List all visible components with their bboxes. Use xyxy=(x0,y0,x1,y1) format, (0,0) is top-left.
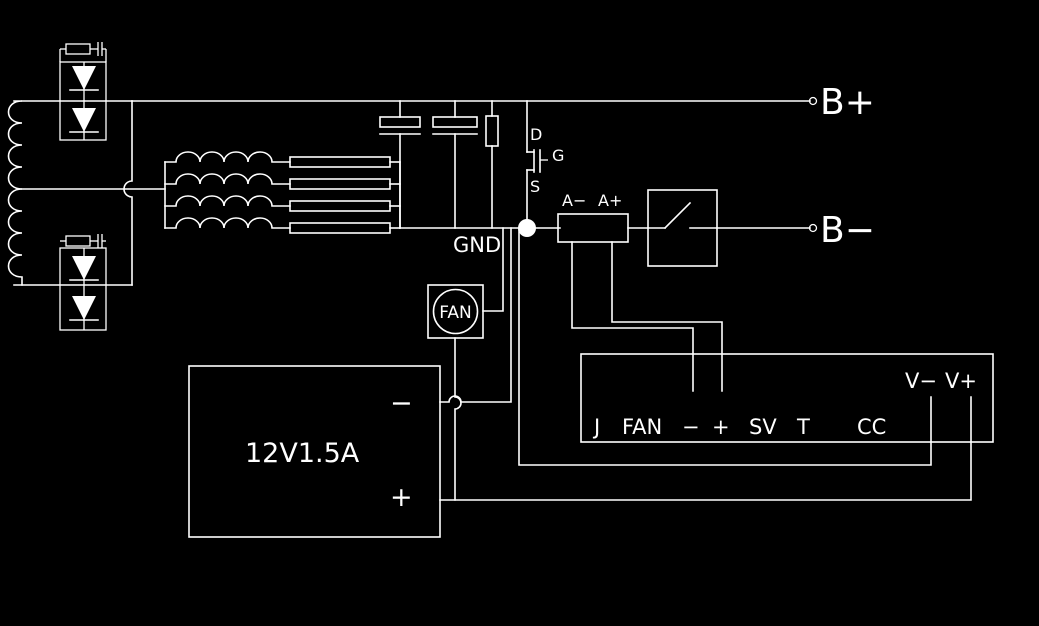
mosfet: D G S xyxy=(526,100,564,229)
mosfet-gate-label: G xyxy=(552,146,564,165)
controller-fan-label: FAN xyxy=(622,415,662,439)
filter-capacitors xyxy=(379,100,499,229)
ground-bus: GND xyxy=(399,219,561,257)
controller-module: J FAN − + SV T CC V− V+ xyxy=(580,353,994,443)
power-supply-rating: 12V1.5A xyxy=(245,438,360,469)
fan-label: FAN xyxy=(439,303,472,323)
fan: FAN xyxy=(427,284,484,339)
positive-rail xyxy=(131,96,818,106)
b-minus-terminal: B− xyxy=(820,210,875,251)
controller-j-label: J xyxy=(592,415,600,439)
shunt-resistors xyxy=(289,156,401,234)
negative-rail xyxy=(716,223,818,233)
output-switch xyxy=(647,189,718,267)
b-plus-terminal: B+ xyxy=(820,82,875,123)
rectifier-output-bus xyxy=(123,100,133,286)
shunt-a-minus-label: A− xyxy=(562,191,586,210)
output-inductors xyxy=(164,151,291,229)
controller-t-label: T xyxy=(796,415,810,439)
power-supply-minus: − xyxy=(390,388,413,419)
power-supply-12v: 12V1.5A − + xyxy=(188,365,441,538)
controller-fan-plus-label: + xyxy=(712,415,730,439)
controller-v-plus-label: V+ xyxy=(945,369,977,393)
controller-fan-minus-label: − xyxy=(682,415,700,439)
current-shunt: A− A+ xyxy=(557,191,649,243)
transformer-secondary-coil xyxy=(7,100,166,286)
bottom-rectifier-diodes xyxy=(59,234,107,331)
mosfet-source-label: S xyxy=(530,177,540,196)
gnd-label: GND xyxy=(453,233,501,257)
interconnect-wiring xyxy=(439,227,972,501)
power-supply-plus: + xyxy=(390,482,413,513)
controller-sv-label: SV xyxy=(749,415,777,439)
controller-cc-label: CC xyxy=(857,415,886,439)
mosfet-drain-label: D xyxy=(530,125,542,144)
controller-v-minus-label: V− xyxy=(905,369,937,393)
shunt-a-plus-label: A+ xyxy=(598,191,622,210)
top-rectifier-diodes xyxy=(59,42,107,141)
